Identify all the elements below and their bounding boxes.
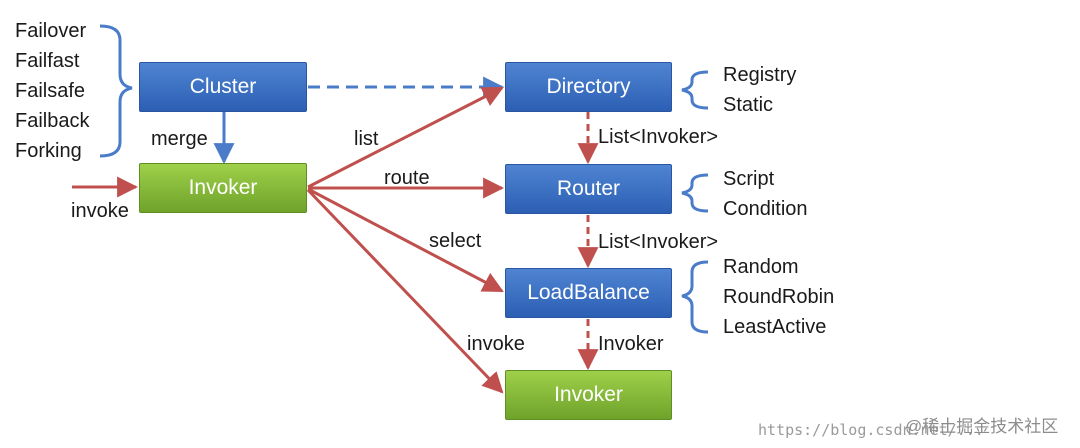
router-node: Router	[505, 164, 672, 214]
loadbalance-type: Random	[723, 256, 799, 278]
arrow-invoker-invoke-final	[306, 188, 504, 394]
cluster-strategy: Failover	[15, 20, 87, 42]
label-lb-to-invoker: Invoker	[598, 333, 664, 355]
loadbalance-type: RoundRobin	[723, 286, 835, 308]
label-dir-to-router: List<Invoker>	[598, 126, 719, 148]
bracket-router-types	[681, 173, 709, 213]
invoker-main-node: Invoker	[139, 163, 307, 213]
label-router-to-lb: List<Invoker>	[598, 231, 719, 253]
arrow-invoker-select-loadbalance	[307, 187, 504, 293]
directory-node: Directory	[505, 62, 672, 112]
invoker-final-node: Invoker	[505, 370, 672, 420]
arrow-invoker-list-directory	[307, 86, 504, 189]
bracket-loadbalance-types	[681, 260, 709, 334]
label-merge: merge	[151, 128, 208, 150]
directory-type: Registry	[723, 64, 797, 86]
cluster-strategy: Failback	[15, 110, 90, 132]
watermark-brand: @稀土掘金技术社区	[905, 417, 1059, 436]
bracket-directory-types	[681, 70, 709, 110]
router-types-list: Script Condition	[723, 164, 808, 224]
router-type: Condition	[723, 198, 808, 220]
cluster-strategy: Forking	[15, 140, 82, 162]
directory-type: Static	[723, 94, 774, 116]
label-select: select	[429, 230, 482, 252]
loadbalance-node: LoadBalance	[505, 268, 672, 318]
cluster-node: Cluster	[139, 62, 307, 112]
label-list: list	[354, 128, 379, 150]
cluster-strategy: Failsafe	[15, 80, 86, 102]
watermark-url: https://blog.csdn.net/...	[758, 421, 984, 439]
cluster-strategies-list: Failover Failfast Failsafe Failback Fork…	[15, 16, 89, 166]
label-route: route	[384, 167, 430, 189]
label-invoke-in: invoke	[71, 200, 129, 222]
loadbalance-type: LeastActive	[723, 316, 827, 338]
label-invoke-out: invoke	[467, 333, 525, 355]
directory-types-list: Registry Static	[723, 60, 796, 120]
bracket-cluster-strategies	[99, 24, 133, 158]
cluster-strategy: Failfast	[15, 50, 80, 72]
router-type: Script	[723, 168, 775, 190]
loadbalance-types-list: Random RoundRobin LeastActive	[723, 252, 834, 342]
